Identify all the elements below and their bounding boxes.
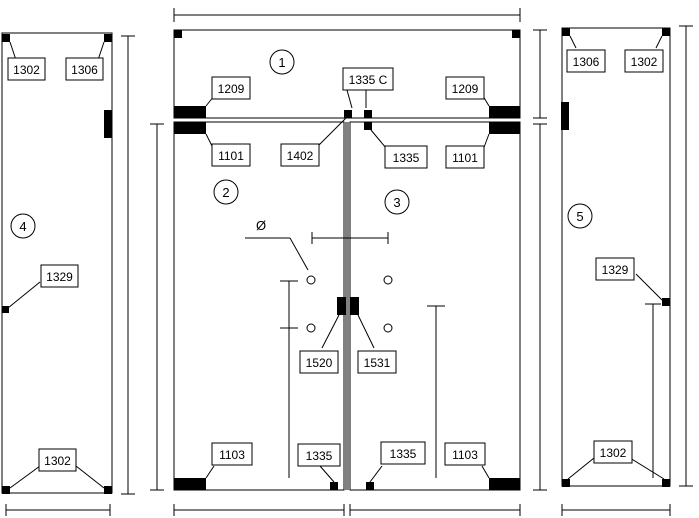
label-1306-top-left: 1306 bbox=[65, 57, 104, 81]
panel-2-outline bbox=[173, 121, 345, 491]
leader-lines bbox=[7, 35, 665, 489]
label-1306-top-right-text: 1306 bbox=[573, 55, 600, 69]
panel-number-5: 5 bbox=[567, 203, 593, 229]
label-1302-bottom-right: 1302 bbox=[593, 440, 633, 464]
label-1209-right-text: 1209 bbox=[452, 82, 479, 96]
fitting-1101-right bbox=[489, 122, 520, 134]
label-1209-left: 1209 bbox=[211, 76, 251, 100]
label-1306-top-right: 1306 bbox=[566, 49, 606, 73]
hardware-fittings bbox=[2, 28, 670, 494]
fitting-1335-br bbox=[366, 482, 374, 490]
label-1101-right-text: 1101 bbox=[452, 151, 478, 165]
label-1520-text: 1520 bbox=[306, 356, 333, 370]
hole-left-lower bbox=[306, 323, 316, 333]
panel-number-1: 1 bbox=[269, 49, 295, 75]
label-1209-right: 1209 bbox=[445, 76, 485, 100]
label-1101-right: 1101 bbox=[445, 145, 485, 169]
label-1531-text: 1531 bbox=[364, 356, 391, 370]
label-1335c: 1335 C bbox=[342, 67, 394, 91]
label-1101-left-text: 1101 bbox=[218, 149, 244, 163]
fitting-1103-right bbox=[489, 478, 520, 490]
label-1209-left-text: 1209 bbox=[218, 82, 245, 96]
label-1335-bottom-left-text: 1335 bbox=[306, 449, 333, 463]
hinge-panel-4 bbox=[104, 110, 112, 138]
panel-number-circles: 1 2 3 4 5 bbox=[10, 49, 593, 239]
label-1335c-text: 1335 C bbox=[349, 73, 388, 87]
label-1302-bottom-left: 1302 bbox=[38, 448, 77, 472]
label-1329-left-text: 1329 bbox=[46, 270, 73, 284]
label-1335-bottom-right-text: 1335 bbox=[390, 447, 417, 461]
fitting-1103-left bbox=[174, 478, 206, 490]
panel-number-3-text: 3 bbox=[393, 195, 400, 210]
hole-left-upper bbox=[306, 275, 316, 285]
fitting-1531 bbox=[350, 297, 359, 315]
label-1402-text: 1402 bbox=[287, 149, 314, 163]
label-1402: 1402 bbox=[280, 143, 320, 167]
hinge-panel-5 bbox=[561, 102, 569, 130]
part-label-boxes: 1302 1306 1329 1302 1209 1335 C 1209 11 bbox=[7, 49, 664, 472]
handle-holes bbox=[245, 232, 661, 478]
panel-outlines bbox=[1, 27, 671, 494]
label-1103-right-text: 1103 bbox=[452, 448, 478, 462]
label-1302-bottom-left-text: 1302 bbox=[44, 454, 71, 468]
panel-5-outline bbox=[561, 27, 671, 487]
hole-right-lower bbox=[383, 323, 393, 333]
label-1302-bottom-right-text: 1302 bbox=[600, 446, 627, 460]
label-1335-mid-text: 1335 bbox=[393, 151, 420, 165]
label-1306-top-left-text: 1306 bbox=[71, 63, 98, 77]
panel-number-4: 4 bbox=[10, 213, 36, 239]
label-1103-left: 1103 bbox=[211, 442, 253, 466]
panel-number-3: 3 bbox=[384, 189, 410, 215]
hole-right-upper bbox=[383, 275, 393, 285]
fitting-1335-top bbox=[364, 110, 372, 118]
label-1103-right: 1103 bbox=[444, 442, 486, 466]
panel-number-1-text: 1 bbox=[278, 55, 285, 70]
fitting-1402 bbox=[344, 110, 352, 118]
label-1335-bottom-left: 1335 bbox=[297, 443, 341, 467]
label-1329-left: 1329 bbox=[40, 264, 79, 288]
fitting-1101-left bbox=[174, 122, 206, 134]
fitting-1520 bbox=[337, 297, 346, 315]
label-1329-right-text: 1329 bbox=[602, 263, 629, 277]
panel-number-5-text: 5 bbox=[576, 209, 583, 224]
label-1302-top-left: 1302 bbox=[7, 57, 46, 81]
label-1329-right: 1329 bbox=[595, 257, 635, 281]
dimension-lines bbox=[5, 8, 693, 516]
label-1302-top-right: 1302 bbox=[624, 49, 664, 73]
diameter-symbol: Ø bbox=[256, 218, 266, 233]
panel-4-outline bbox=[1, 32, 113, 494]
label-1335-bottom-right: 1335 bbox=[380, 441, 426, 465]
fitting-1335-bl bbox=[330, 482, 338, 490]
label-1101-left: 1101 bbox=[211, 143, 251, 167]
label-1335-mid: 1335 bbox=[384, 145, 428, 169]
label-1520: 1520 bbox=[299, 350, 339, 374]
panel-number-2: 2 bbox=[213, 179, 239, 205]
panel-number-4-text: 4 bbox=[19, 219, 26, 234]
label-1531: 1531 bbox=[357, 350, 397, 374]
label-1302-top-right-text: 1302 bbox=[631, 55, 658, 69]
label-1103-left-text: 1103 bbox=[219, 448, 245, 462]
label-1302-top-left-text: 1302 bbox=[13, 63, 40, 77]
panel-number-2-text: 2 bbox=[222, 185, 229, 200]
fitting-1209-right bbox=[489, 106, 520, 118]
fitting-1209-left bbox=[174, 106, 206, 118]
fitting-1335-mid bbox=[364, 122, 372, 130]
